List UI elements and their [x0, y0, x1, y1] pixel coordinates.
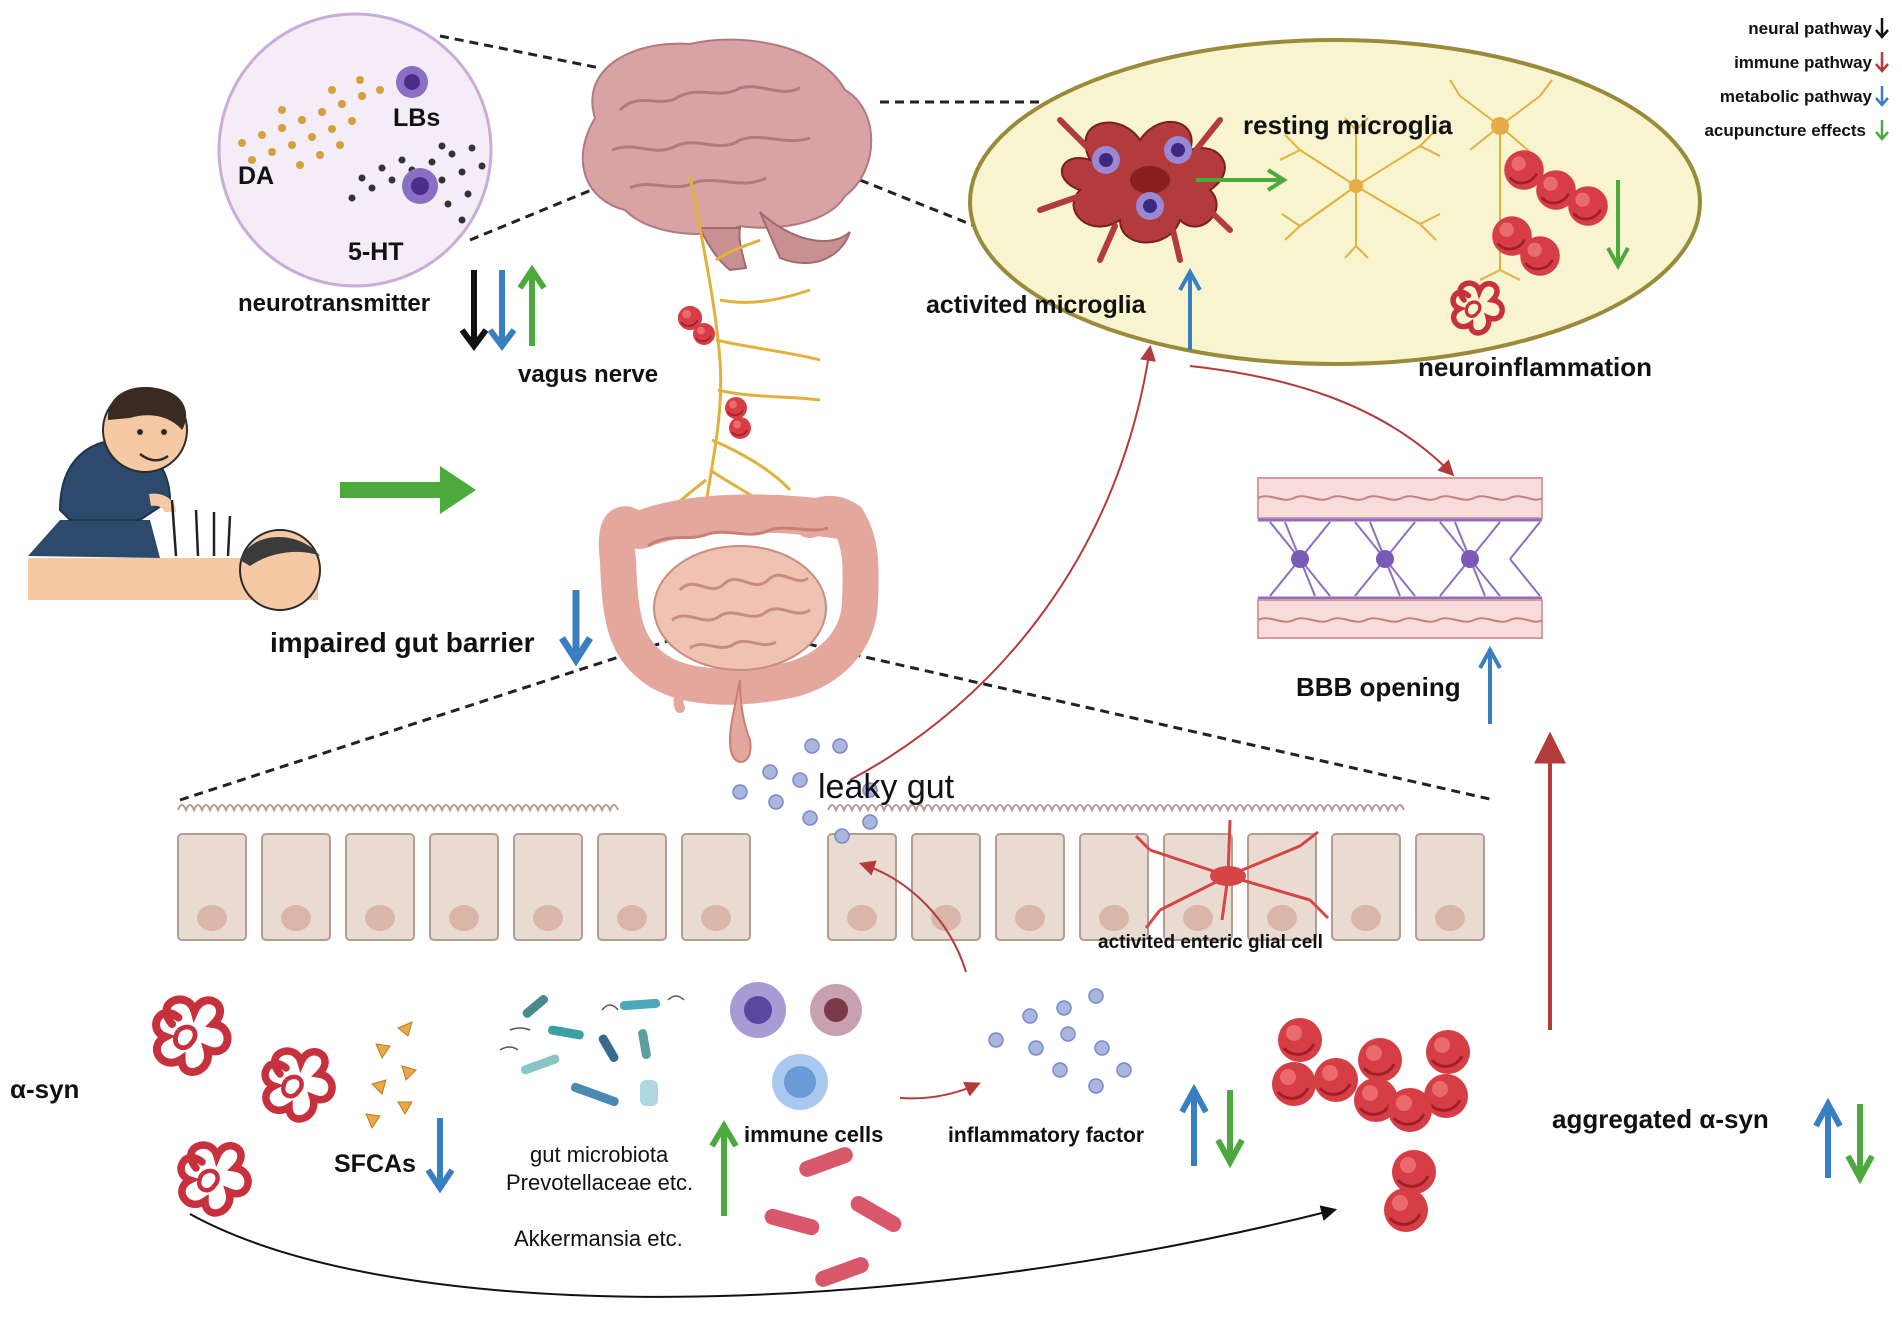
activated-microglia-label: activited microglia: [926, 291, 1147, 319]
acupuncture-figure: [28, 387, 321, 611]
immune-to-inflammation-arrow: [899, 1082, 981, 1100]
activated-microglia-cell: [1037, 117, 1233, 263]
lewy-body-icon: [396, 66, 438, 204]
sfcas-triangles: [365, 1021, 417, 1130]
gut-illustration: [598, 494, 879, 764]
legend: neural pathway immune pathway metabolic …: [1704, 18, 1889, 141]
microbiota-up-arrow: [709, 1120, 739, 1216]
serotonin-dots: [348, 142, 486, 224]
bbb-opening-label: BBB opening: [1296, 672, 1461, 702]
vagus-syn-aggregates: [677, 305, 752, 440]
inflammation-down-arrow: [1215, 1090, 1245, 1169]
da-label: DA: [238, 162, 274, 190]
acupuncture-needles: [170, 499, 232, 557]
microbe-rods: [762, 1144, 905, 1290]
syn-to-aggregate-arrow: [189, 1205, 1338, 1298]
5ht-label: 5-HT: [348, 238, 404, 266]
lbs-label: LBs: [393, 104, 440, 132]
impaired-gut-barrier-label: impaired gut barrier: [270, 627, 535, 658]
alpha-syn-label: α-syn: [10, 1074, 79, 1104]
inflammation-to-epithelium-arrow: [858, 860, 967, 973]
microglia-to-bbb-arrow: [1189, 365, 1455, 477]
neuroinflammation-label: neuroinflammation: [1418, 352, 1652, 382]
gut-microbiota-icons: [499, 994, 685, 1107]
dopamine-dots: [238, 76, 384, 169]
neurotransmitter-label: neurotransmitter: [238, 290, 430, 317]
vagus-nerve-label: vagus nerve: [518, 361, 658, 388]
aggregated-up-arrow: [1813, 1097, 1843, 1178]
legend-neural-label: neural pathway: [1748, 19, 1872, 38]
gut-barrier-down-arrow: [559, 590, 593, 667]
resting-microglia-label: resting microglia: [1243, 110, 1453, 140]
gut-to-brain-arrow: [849, 344, 1157, 781]
inflammation-up-arrow: [1179, 1083, 1209, 1166]
alpha-syn-tangles: [156, 999, 332, 1212]
aggregated-syn-label: aggregated α-syn: [1552, 1104, 1769, 1134]
inflammatory-factor-dots: [988, 988, 1132, 1094]
gut-epithelium: [177, 804, 1485, 941]
neurotransmitter-arrows: [459, 264, 547, 351]
neuroinflammation-green-arrow: [1606, 180, 1630, 271]
microglia-panel: resting microglia activited microglia: [926, 38, 1702, 366]
legend-metabolic-label: metabolic pathway: [1720, 87, 1873, 106]
inflammatory-factor-label: inflammatory factor: [948, 1124, 1144, 1147]
activation-to-resting-arrow: [1196, 168, 1288, 192]
neuron-cell: [1449, 79, 1553, 281]
bbb-illustration: [1257, 477, 1543, 639]
akkermansia-label: Akkermansia etc.: [514, 1226, 683, 1251]
aggregated-syn-cluster: [1270, 1016, 1472, 1234]
immune-cells-label: immune cells: [744, 1122, 883, 1147]
activated-microglia-up-arrow: [1178, 267, 1202, 350]
brain-illustration: [581, 38, 873, 272]
prevotellaceae-label: Prevotellaceae etc.: [506, 1170, 693, 1195]
bbb-up-arrow: [1478, 645, 1502, 724]
acupuncture-arrow: [340, 466, 476, 514]
enteric-glial-cell: [1134, 819, 1330, 929]
resting-microglia-cell: [1279, 117, 1441, 259]
legend-acupuncture-arrow-icon: [1875, 120, 1889, 141]
neurotransmitter-bubble: LBs DA 5-HT: [217, 12, 493, 288]
sfcas-label: SFCAs: [334, 1150, 416, 1178]
legend-immune-arrow-icon: [1875, 52, 1889, 73]
leaky-gut-label: leaky gut: [818, 768, 955, 806]
legend-immune-label: immune pathway: [1734, 53, 1872, 72]
immune-cell-icons: [730, 982, 862, 1110]
leaky-particles: [732, 738, 878, 844]
sfcas-down-arrow: [425, 1118, 455, 1194]
legend-acupuncture-label: acupuncture effects: [1704, 121, 1866, 140]
gut-microbiota-label: gut microbiota: [530, 1142, 669, 1167]
aggregated-down-arrow: [1845, 1104, 1875, 1185]
legend-metabolic-arrow-icon: [1875, 86, 1889, 107]
legend-neural-arrow-icon: [1875, 18, 1889, 39]
enteric-glial-label: activited enteric glial cell: [1098, 932, 1323, 953]
